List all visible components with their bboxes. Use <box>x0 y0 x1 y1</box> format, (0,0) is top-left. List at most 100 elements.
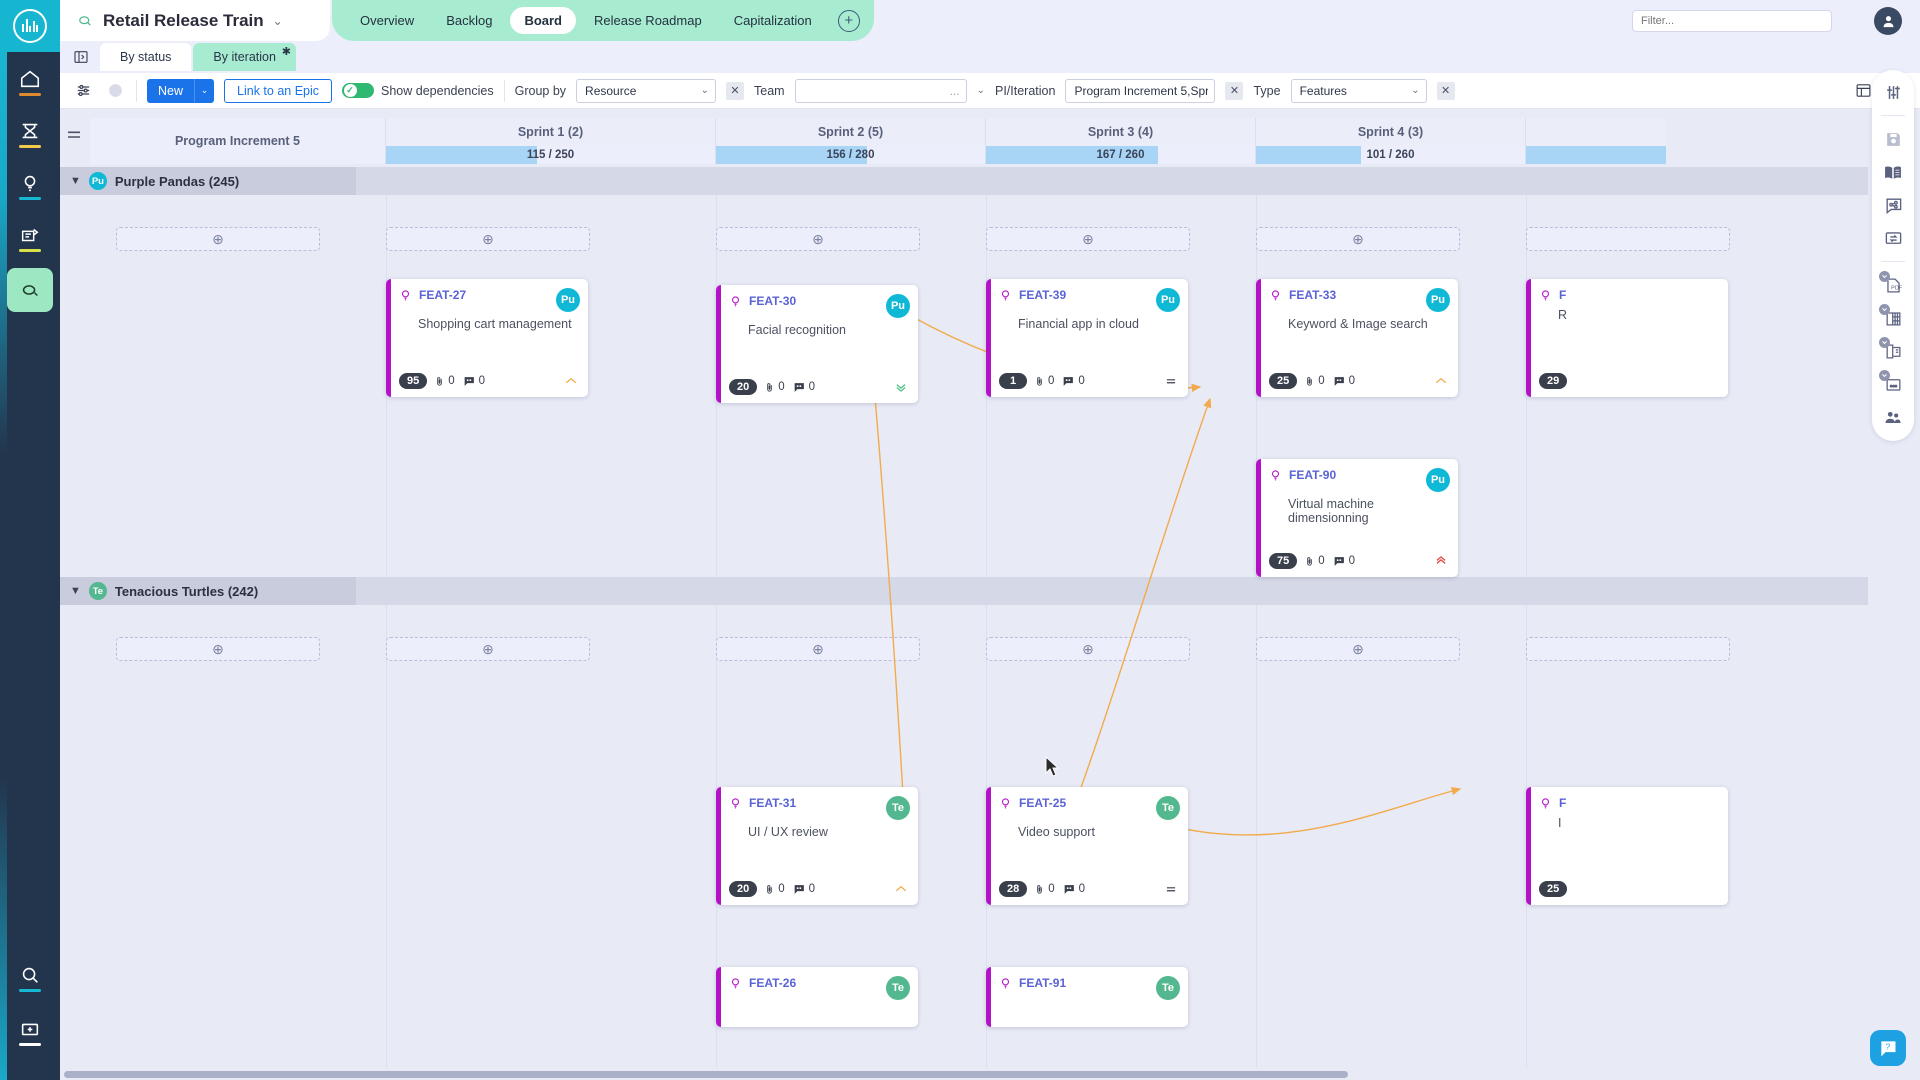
add-card-placeholder[interactable]: ⊕ <box>386 637 590 661</box>
chevron-down-icon[interactable]: ▼ <box>70 175 81 187</box>
project-title-card[interactable]: Retail Release Train ⌄ <box>60 0 330 41</box>
card-priority-icon <box>894 381 908 393</box>
add-card-placeholder[interactable]: ⊕ <box>1256 227 1460 251</box>
team-select[interactable]: ... <box>794 78 967 103</box>
card-FEAT-33[interactable]: FEAT-33 Pu Keyword & Image search 25 0 0 <box>1256 279 1458 397</box>
tab-board[interactable]: Board <box>510 7 576 34</box>
card-FEAT-31[interactable]: FEAT-31 Te UI / UX review 20 0 0 <box>716 787 918 905</box>
add-card-placeholder[interactable]: ⊕ <box>1256 637 1460 661</box>
show-dependencies-toggle[interactable]: ✓ Show dependencies <box>342 83 494 98</box>
card-attachments: 0 <box>1034 375 1054 388</box>
save-icon[interactable] <box>1880 127 1906 151</box>
add-card-placeholder[interactable]: ⊕ <box>716 637 920 661</box>
tab-release-roadmap[interactable]: Release Roadmap <box>594 13 702 28</box>
sync-icon[interactable] <box>1880 226 1906 250</box>
group-by-select[interactable]: Resource ⌄ <box>576 78 717 103</box>
sidebar-item-search[interactable] <box>7 956 53 1000</box>
sliders-icon[interactable] <box>1880 80 1906 104</box>
card-edge-group-1[interactable]: F R 29 <box>1526 279 1728 397</box>
tab-overview[interactable]: Overview <box>360 13 415 28</box>
sidebar-item-home[interactable] <box>7 60 53 104</box>
download-badge-icon <box>1879 304 1890 315</box>
capacity-sprint-1: 115 / 250 <box>386 146 716 164</box>
tab-backlog[interactable]: Backlog <box>446 13 493 28</box>
panel-toggle-icon[interactable] <box>70 47 92 67</box>
add-card-placeholder[interactable]: ⊕ <box>386 227 590 251</box>
add-card-placeholder[interactable]: ⊕ <box>116 227 320 251</box>
card-title: UI / UX review <box>748 825 828 839</box>
unsaved-star-icon: ✱ <box>281 46 291 58</box>
team-chevron-down-icon[interactable]: ⌄ <box>976 85 985 96</box>
chevron-down-icon[interactable]: ⌄ <box>272 13 283 28</box>
card-FEAT-27[interactable]: FEAT-27 Pu Shopping cart management 95 0… <box>386 279 588 397</box>
team-label: Team <box>754 83 785 98</box>
group-band-tenacious-turtles[interactable]: ▼ Te Tenacious Turtles (242) <box>60 577 1868 605</box>
search-input[interactable] <box>1632 10 1832 32</box>
add-card-placeholder[interactable]: ⊕ <box>986 637 1190 661</box>
add-card-placeholder[interactable]: ⊕ <box>986 227 1190 251</box>
card-title: Shopping cart management <box>418 317 572 331</box>
sidebar-item-portfolio[interactable] <box>7 112 53 156</box>
group-by-value: Resource <box>585 83 637 98</box>
group-band-purple-pandas[interactable]: ▼ Pu Purple Pandas (245) <box>60 167 1868 195</box>
sliders-icon[interactable] <box>72 80 94 102</box>
card-FEAT-26[interactable]: FEAT-26 Te <box>716 967 918 1027</box>
export-excel-icon[interactable] <box>1879 304 1906 330</box>
card-FEAT-90[interactable]: FEAT-90 Pu Virtual machine dimensionning… <box>1256 459 1458 577</box>
chevron-down-icon[interactable]: ▼ <box>70 585 81 597</box>
board-canvas[interactable]: Program Increment 5 Sprint 1 (2) 115 / 2… <box>60 109 1868 1080</box>
export-pdf-icon[interactable]: PDF <box>1879 271 1906 297</box>
new-button-group: New ⌄ <box>147 78 215 103</box>
type-label: Type <box>1253 83 1281 98</box>
add-card-placeholder[interactable] <box>1526 637 1730 661</box>
export-report-icon[interactable] <box>1879 370 1906 396</box>
link-to-epic-button[interactable]: Link to an Epic <box>224 78 333 103</box>
sidebar-item-backlog[interactable] <box>7 216 53 260</box>
sidebar-item-ideas[interactable] <box>7 164 53 208</box>
ideas-icon <box>24 176 36 192</box>
card-id: FEAT-31 <box>749 796 797 810</box>
layout-settings-icon[interactable] <box>1852 80 1874 102</box>
type-select[interactable]: Features ⌄ <box>1290 78 1427 103</box>
scrollbar-thumb[interactable] <box>64 1071 1348 1078</box>
sidebar-item-agile-board[interactable] <box>7 268 53 312</box>
pi-iteration-select[interactable]: Program Increment 5,Sprint… <box>1065 78 1216 103</box>
new-button[interactable]: New <box>147 78 195 103</box>
avatar[interactable] <box>1874 7 1902 35</box>
logo-icon[interactable] <box>0 0 60 52</box>
card-team-chip: Pu <box>1426 288 1450 312</box>
dependencies-switch[interactable]: ✓ <box>342 83 375 98</box>
card-spine <box>386 279 391 397</box>
chevron-down-icon: ⌄ <box>700 85 710 96</box>
card-FEAT-25[interactable]: FEAT-25 Te Video support 28 0 0 <box>986 787 1188 905</box>
new-dropdown-caret[interactable]: ⌄ <box>194 78 215 103</box>
group-by-clear-button[interactable]: ✕ <box>726 81 745 100</box>
help-chat-icon[interactable]: ? <box>1870 1030 1906 1066</box>
view-tab-by-iteration[interactable]: By iteration ✱ <box>193 43 296 71</box>
export-powerpoint-icon[interactable] <box>1879 337 1906 363</box>
add-card-placeholder[interactable]: ⊕ <box>716 227 920 251</box>
pi-iteration-value: Program Increment 5,Sprint… <box>1074 83 1209 98</box>
horizontal-scrollbar[interactable] <box>60 1068 1868 1080</box>
row-header-menu-icon[interactable] <box>66 129 82 141</box>
pi-iteration-clear-button[interactable]: ✕ <box>1225 81 1244 100</box>
sidebar-item-add[interactable] <box>7 1010 53 1054</box>
card-FEAT-39[interactable]: FEAT-39 Pu Financial app in cloud 1 0 0 <box>986 279 1188 397</box>
add-card-placeholder[interactable]: ⊕ <box>116 637 320 661</box>
people-icon[interactable] <box>1880 405 1906 429</box>
book-icon[interactable] <box>1880 160 1906 184</box>
secondary-action-icon[interactable] <box>104 80 126 102</box>
card-spine <box>1526 279 1531 397</box>
add-card-placeholder[interactable] <box>1526 227 1730 251</box>
card-edge-group-2[interactable]: F I 25 <box>1526 787 1728 905</box>
card-attachments: 0 <box>1304 555 1325 568</box>
card-FEAT-30[interactable]: FEAT-30 Pu Facial recognition 20 0 0 <box>716 285 918 403</box>
view-tab-by-status[interactable]: By status <box>100 43 192 71</box>
card-spine <box>716 285 721 403</box>
type-clear-button[interactable]: ✕ <box>1436 81 1455 100</box>
share-icon[interactable] <box>1880 193 1906 217</box>
card-FEAT-91[interactable]: FEAT-91 Te <box>986 967 1188 1027</box>
card-title: Facial recognition <box>748 323 846 337</box>
add-tab-icon[interactable]: + <box>837 9 860 32</box>
tab-capitalization[interactable]: Capitalization <box>733 13 812 28</box>
